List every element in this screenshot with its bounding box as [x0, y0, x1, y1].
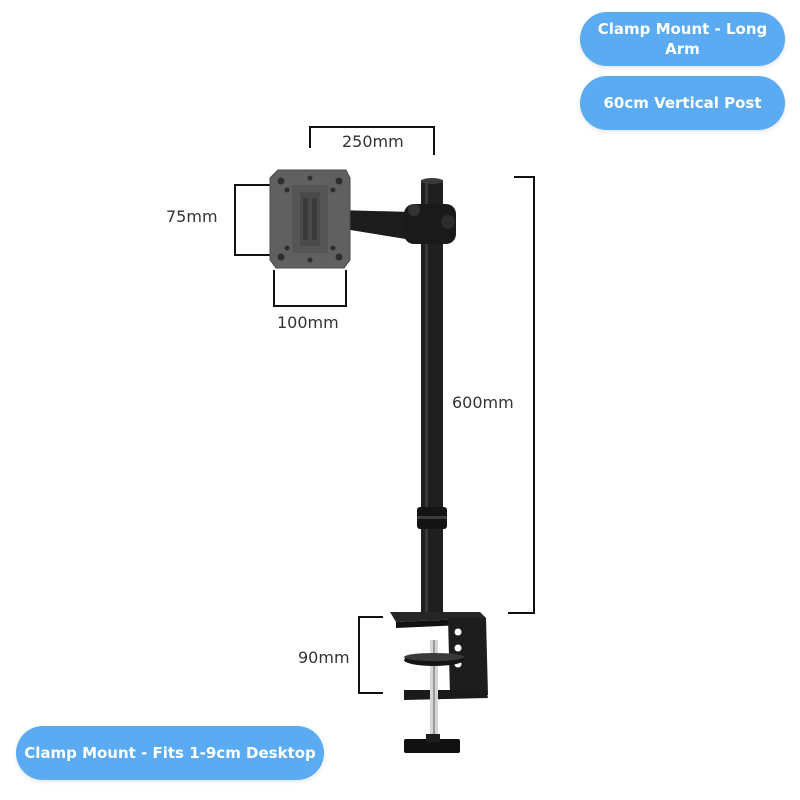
vesa-plate: [269, 169, 351, 269]
vesa-width-label: 100mm: [277, 313, 339, 332]
desk-clamp: [390, 612, 488, 753]
clamp-fit-badge: Clamp Mount - Fits 1-9cm Desktop: [16, 726, 324, 780]
long-arm-badge-text: Clamp Mount - Long Arm: [597, 20, 768, 58]
long-arm-badge: Clamp Mount - Long Arm: [580, 12, 785, 66]
dimension-lines: [234, 126, 535, 694]
vertical-post-badge: 60cm Vertical Post: [580, 76, 785, 130]
vertical-post-badge-text: 60cm Vertical Post: [603, 94, 762, 112]
vesa-height-label: 75mm: [166, 207, 218, 226]
clamp-height-bracket: [358, 616, 383, 694]
post-height-label: 600mm: [452, 393, 514, 412]
post-height-bracket: [508, 176, 535, 614]
arm-length-label: 250mm: [342, 132, 404, 151]
arm-length-bracket: [309, 126, 435, 155]
vesa-height-bracket: [234, 184, 270, 256]
clamp-height-label: 90mm: [298, 648, 350, 667]
vesa-width-bracket: [273, 270, 347, 307]
vertical-post: [417, 178, 447, 620]
clamp-fit-badge-text: Clamp Mount - Fits 1-9cm Desktop: [24, 744, 316, 762]
